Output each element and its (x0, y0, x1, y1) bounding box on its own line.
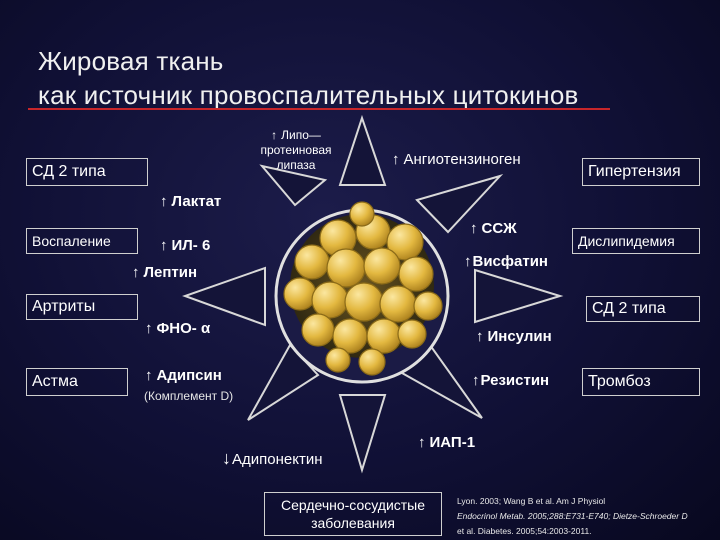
up-arrow-icon: ↑ (145, 367, 153, 384)
up-arrow-icon: ↑ (145, 320, 153, 337)
title-line-1: Жировая ткань (38, 46, 224, 76)
reference-line-1: Lyon. 2003; Wang B et al. Am J Physiol (457, 496, 606, 506)
box-sd2-left: СД 2 типа (26, 158, 148, 186)
ray-right (474, 268, 564, 324)
up-arrow-icon: ↑ (470, 220, 478, 237)
box-dyslipidemia: Дислипидемия (572, 228, 700, 254)
up-arrow-icon: ↑ (476, 328, 484, 345)
up-arrow-icon: ↑ (472, 372, 480, 389)
box-cardiovascular-line-2: заболевания (311, 515, 395, 531)
label-visfatin: ↑Висфатин (464, 253, 548, 270)
label-angiotensinogen: ↑Ангиотензиноген (392, 151, 521, 168)
title-divider (28, 108, 610, 110)
up-arrow-icon: ↑ (392, 151, 400, 168)
ray-bottom (338, 394, 387, 474)
title-line-2: как источник провоспалительных цитокинов (38, 80, 579, 110)
up-arrow-icon: ↑ (464, 253, 472, 270)
up-arrow-icon: ↑ (418, 434, 426, 451)
box-thrombosis: Тромбоз (582, 368, 700, 396)
box-arthritis: Артриты (26, 294, 138, 320)
ray-top-right (415, 174, 504, 234)
label-tnf-alpha: ↑ФНО- α (145, 320, 211, 337)
up-arrow-icon: ↑ (132, 264, 140, 281)
up-arrow-icon: ↑ (160, 193, 168, 210)
reference-line-3: et al. Diabetes. 2005;54:2003-2011. (457, 526, 592, 536)
label-insulin: ↑Инсулин (476, 328, 552, 345)
box-asthma: Астма (26, 368, 128, 396)
label-resistin: ↑Резистин (472, 372, 550, 389)
box-hypertension: Гипертензия (582, 158, 700, 186)
down-arrow-icon: ↓ (222, 448, 231, 468)
adipocyte-cluster (283, 201, 443, 376)
label-adiponectin: ↓Адипонектин (222, 448, 323, 468)
reference-line-2: Endocrinol Metab. 2005;288:E731-E740; Di… (457, 511, 688, 521)
label-iap1: ↑ИАП-1 (418, 434, 476, 451)
label-il6: ↑ИЛ- 6 (160, 237, 211, 254)
page-title: Жировая ткань как источник провоспалител… (38, 44, 579, 112)
references: Lyon. 2003; Wang B et al. Am J Physiol E… (457, 494, 719, 539)
up-arrow-icon: ↑ (160, 237, 168, 254)
up-arrow-icon: ↑ (271, 128, 278, 142)
box-sd2-right: СД 2 типа (586, 296, 700, 322)
box-cardiovascular: Сердечно-сосудистые заболевания (264, 492, 442, 536)
label-leptin: ↑Лептин (132, 264, 198, 281)
label-complement-d: (Комплемент D) (144, 389, 234, 403)
ray-left (182, 266, 266, 327)
label-ssg: ↑ССЖ (470, 220, 517, 237)
ray-top-left (259, 164, 328, 207)
box-cardiovascular-line-1: Сердечно-сосудистые (280, 497, 426, 513)
label-lipoprotein-lipase: ↑Липо— протеиновая липаза (260, 128, 332, 172)
box-inflammation: Воспаление (26, 228, 138, 254)
label-lactate: ↑Лактат (160, 193, 222, 210)
ray-top (338, 114, 387, 186)
label-adipsin: ↑Адипсин (145, 367, 222, 384)
